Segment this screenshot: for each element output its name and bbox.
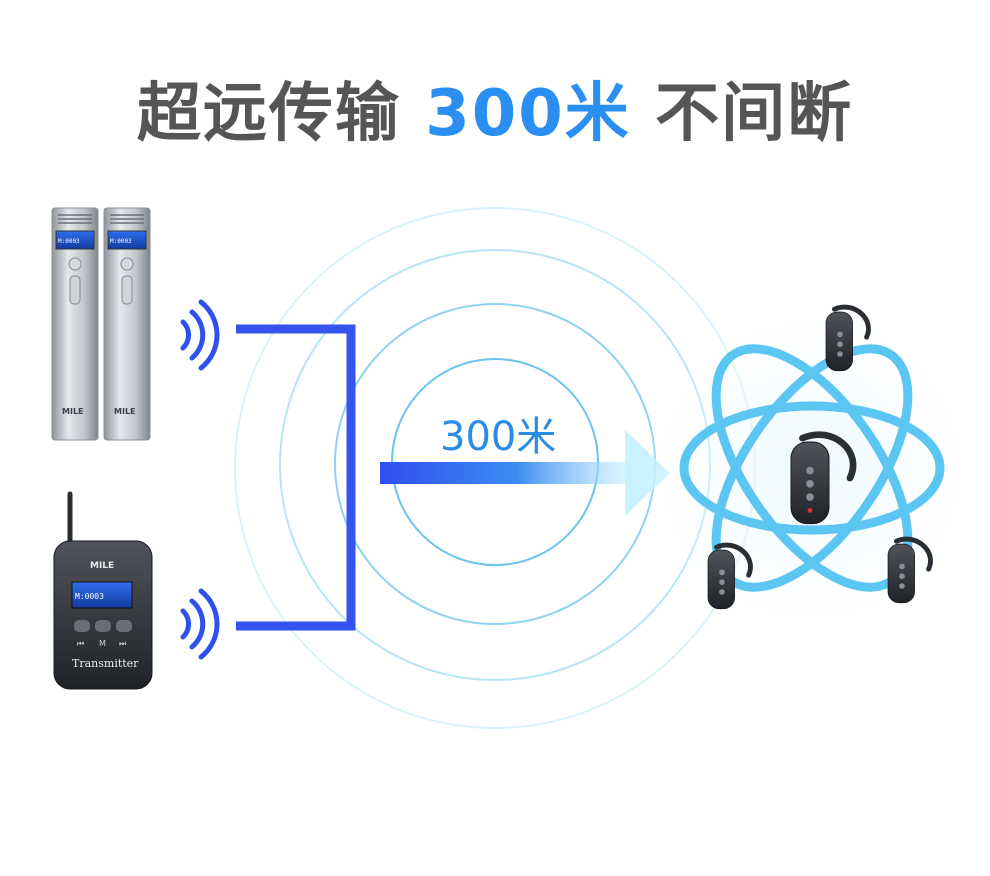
transmitter-button-right xyxy=(116,620,132,632)
stick-slider xyxy=(69,275,81,305)
stick-brand: MILE xyxy=(62,407,84,416)
stick-transmitter-left: M:0003 MILE xyxy=(51,207,99,441)
next-icon: ⏭ xyxy=(119,639,126,648)
earpiece-receiver-top xyxy=(825,304,871,372)
transmitter-button-m: M xyxy=(99,639,106,648)
stick-screen-text: M:0003 xyxy=(58,238,80,245)
earpiece-receiver-right xyxy=(887,536,933,604)
transmitter-screen-text: M:0003 xyxy=(75,592,104,601)
transmitter-screen xyxy=(71,581,133,609)
transmitter-button-left xyxy=(74,620,90,632)
transmitter-label: Transmitter xyxy=(72,657,139,670)
signal-wave-icon xyxy=(180,299,220,371)
headline-part1: 超远传输 xyxy=(136,77,401,151)
signal-wave-icon xyxy=(180,588,220,660)
stick-knob-icon xyxy=(120,257,134,271)
connector-bracket xyxy=(236,324,356,631)
stick-screen-text: M:0003 xyxy=(110,238,132,245)
stick-knob-icon xyxy=(68,257,82,271)
earpiece-receiver-left xyxy=(707,542,753,610)
transmitter-brand: MILE xyxy=(90,561,114,571)
stick-slider xyxy=(121,275,133,305)
headline-accent: 300米 xyxy=(425,77,631,151)
stick-brand: MILE xyxy=(114,407,136,416)
earpiece-receiver-center xyxy=(790,431,857,525)
transmitter-button-mid xyxy=(95,620,111,632)
handheld-transmitter: MILE M:0003 ⏮ M ⏭ Transmitter xyxy=(53,491,153,690)
orbit-horizontal xyxy=(679,401,945,535)
prev-icon: ⏮ xyxy=(77,639,84,648)
stick-transmitter-right: M:0003 MILE xyxy=(103,207,151,441)
headline-part2: 不间断 xyxy=(655,77,854,151)
headline: 超远传输 300米 不间断 xyxy=(0,62,990,154)
arrow-shaft xyxy=(380,462,630,484)
distance-label: 300米 xyxy=(440,414,557,460)
stick-screen xyxy=(107,230,147,250)
stick-screen xyxy=(55,230,95,250)
